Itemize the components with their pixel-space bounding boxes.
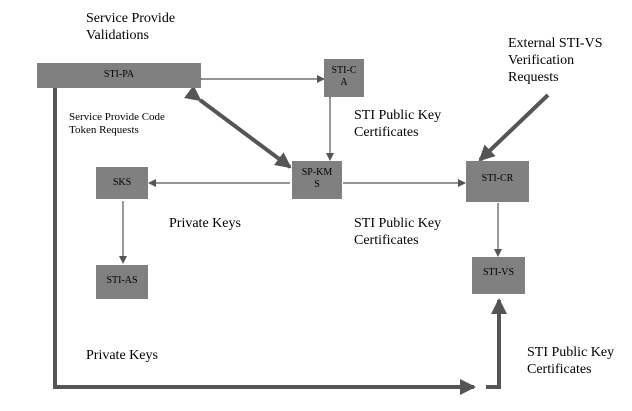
label-service-provide-code-token-requests: Service Provide Code Token Requests — [69, 111, 165, 137]
node-sks: SKS — [96, 167, 148, 199]
node-sti-cr-label: STI-CR — [481, 173, 514, 184]
node-sti-ca: STI-C A — [324, 59, 364, 97]
node-sti-ca-label-line2: A — [340, 77, 348, 88]
node-sp-kms-label-line1: SP-KM — [301, 167, 333, 178]
label-cert-middle-line1: STI Public Key — [354, 216, 442, 231]
node-sti-pa: STI-PA — [37, 63, 201, 88]
label-external-line2: Verification — [508, 52, 575, 68]
node-sti-ca-label-line1: STI-C — [331, 65, 357, 76]
node-sp-kms-label-line2: S — [314, 179, 320, 190]
label-private-keys-bottom-text: Private Keys — [86, 348, 158, 363]
arrow-sti-pa-sp-kms — [183, 85, 292, 169]
label-cert-top-line1: STI Public Key — [354, 108, 442, 123]
arrow-external-sti-cr — [478, 93, 550, 162]
node-sti-pa-label: STI-PA — [103, 69, 135, 80]
label-service-provide-validations: Service Provide Validations — [86, 11, 175, 45]
label-private-keys-middle: Private Keys — [169, 216, 241, 233]
arrow-sti-pa-down-path — [53, 88, 476, 395]
node-sti-vs-label: STI-VS — [482, 267, 515, 278]
label-external-line3: Requests — [508, 69, 559, 85]
label-private-keys-bottom: Private Keys — [86, 348, 158, 365]
label-private-keys-middle-text: Private Keys — [169, 216, 241, 231]
label-sti-public-key-certificates-top: STI Public Key Certificates — [354, 108, 441, 142]
label-service-provide-validations-line2: Validations — [86, 27, 149, 43]
label-cert-top-line2: Certificates — [354, 124, 419, 140]
label-service-provide-validations-line1: Service Provide — [86, 11, 176, 26]
label-sti-public-key-certificates-bottom: STI Public Key Certificates — [527, 345, 614, 379]
node-sti-as-label: STI-AS — [106, 275, 138, 286]
node-sti-vs: STI-VS — [472, 257, 525, 294]
arrow-up-to-sti-vs — [486, 298, 507, 389]
label-sti-public-key-certificates-middle: STI Public Key Certificates — [354, 216, 441, 250]
label-cert-bottom-line2: Certificates — [527, 361, 592, 377]
node-sks-label: SKS — [112, 177, 132, 188]
node-sti-as: STI-AS — [96, 265, 148, 299]
label-external-line1: External STI-VS — [508, 36, 603, 51]
node-sp-kms: SP-KM S — [292, 161, 342, 199]
node-sti-cr: STI-CR — [466, 161, 529, 202]
label-external-sti-vs-verification-requests: External STI-VS Verification Requests — [508, 36, 602, 86]
label-cert-middle-line2: Certificates — [354, 232, 419, 248]
label-code-token-line2: Token Requests — [69, 124, 139, 137]
label-code-token-line1: Service Provide Code — [69, 111, 165, 123]
label-cert-bottom-line1: STI Public Key — [527, 345, 615, 360]
